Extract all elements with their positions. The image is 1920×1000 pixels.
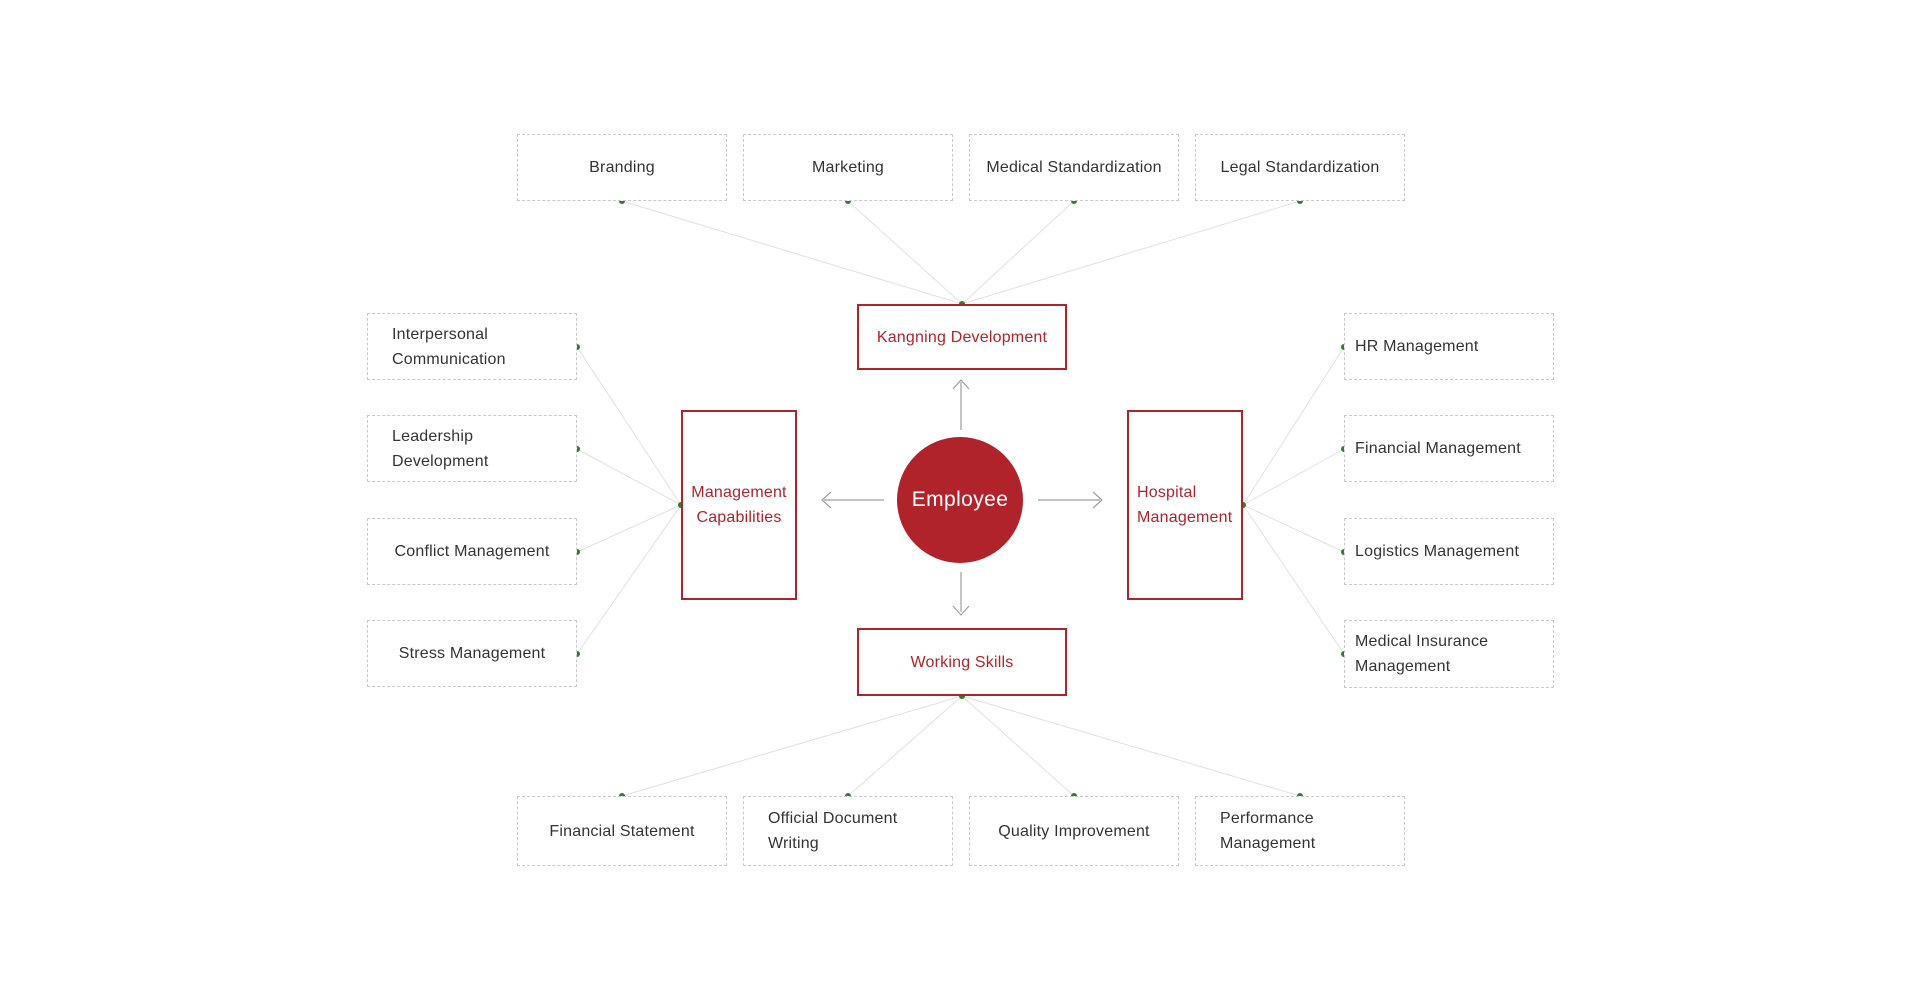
branch-kangning-development[interactable]: Kangning Development: [857, 304, 1067, 370]
branch-management-capabilities[interactable]: Management Capabilities: [681, 410, 797, 600]
node-label: Legal Standardization: [1220, 159, 1380, 176]
node-label: Branding: [589, 159, 655, 176]
node-label: Leadership Development: [392, 427, 489, 470]
node-interpersonal-communication[interactable]: Interpersonal Communication: [367, 313, 577, 380]
connector-line: [1242, 346, 1345, 506]
center-node-label: Employee: [911, 488, 1009, 511]
branch-label: Kangning Development: [876, 328, 1048, 346]
node-label: Logistics Management: [1355, 543, 1520, 560]
node-conflict-management[interactable]: Conflict Management: [367, 518, 577, 585]
connector-line: [961, 695, 1075, 797]
node-marketing[interactable]: Marketing: [743, 134, 953, 201]
node-financial-management[interactable]: Financial Management: [1344, 415, 1554, 482]
node-legal-standardization[interactable]: Legal Standardization: [1195, 134, 1405, 201]
node-medical-standardization[interactable]: Medical Standardization: [969, 134, 1179, 201]
connector-line: [576, 504, 682, 553]
node-label: Medical Standardization: [986, 159, 1162, 176]
connector-line: [1242, 448, 1345, 506]
node-financial-statement[interactable]: Financial Statement: [517, 796, 727, 866]
node-hr-management[interactable]: HR Management: [1344, 313, 1554, 380]
arrows: [821, 379, 1103, 616]
connector-line: [1242, 504, 1345, 655]
branch-label: Working Skills: [910, 653, 1014, 671]
arrow-head-up-icon: [952, 379, 970, 390]
arrow-head-down-icon: [952, 605, 970, 616]
node-label: Marketing: [811, 159, 885, 176]
connector-lines: [576, 200, 1345, 797]
node-quality-improvement[interactable]: Quality Improvement: [969, 796, 1179, 866]
branch-label: Management Capabilities: [691, 484, 787, 526]
branch-hospital-management[interactable]: Hospital Management: [1127, 410, 1243, 600]
center-node-employee[interactable]: Employee: [897, 437, 1023, 563]
node-leadership-development[interactable]: Leadership Development: [367, 415, 577, 482]
connector-line: [961, 200, 1301, 305]
connector-line: [576, 448, 682, 506]
node-label: Stress Management: [398, 645, 546, 662]
node-branding[interactable]: Branding: [517, 134, 727, 201]
node-medical-insurance-management[interactable]: Medical Insurance Management: [1344, 620, 1554, 688]
connector-line: [961, 695, 1301, 797]
connector-line: [847, 200, 963, 305]
node-label: Official Document Writing: [768, 810, 898, 852]
connector-line: [621, 695, 963, 797]
node-label: Financial Management: [1355, 440, 1521, 457]
node-performance-management[interactable]: Performance Management: [1195, 796, 1405, 866]
connector-line: [576, 346, 682, 506]
node-label: HR Management: [1355, 338, 1479, 355]
node-logistics-management[interactable]: Logistics Management: [1344, 518, 1554, 585]
connector-line: [961, 200, 1075, 305]
node-label: Interpersonal Communication: [392, 325, 506, 368]
branch-working-skills[interactable]: Working Skills: [857, 628, 1067, 696]
node-label: Medical Insurance Management: [1355, 633, 1489, 675]
connector-line: [576, 504, 682, 655]
connector-line: [1242, 504, 1345, 553]
connector-line: [621, 200, 963, 305]
branch-label: Hospital Management: [1137, 484, 1233, 526]
node-official-document-writing[interactable]: Official Document Writing: [743, 796, 953, 866]
node-label: Financial Statement: [549, 822, 695, 840]
arrow-head-right-icon: [1092, 491, 1103, 509]
node-label: Conflict Management: [394, 543, 550, 560]
node-stress-management[interactable]: Stress Management: [367, 620, 577, 687]
node-label: Performance Management: [1220, 810, 1316, 852]
connector-line: [847, 695, 963, 797]
arrow-head-left-icon: [821, 491, 832, 509]
node-label: Quality Improvement: [998, 822, 1150, 840]
